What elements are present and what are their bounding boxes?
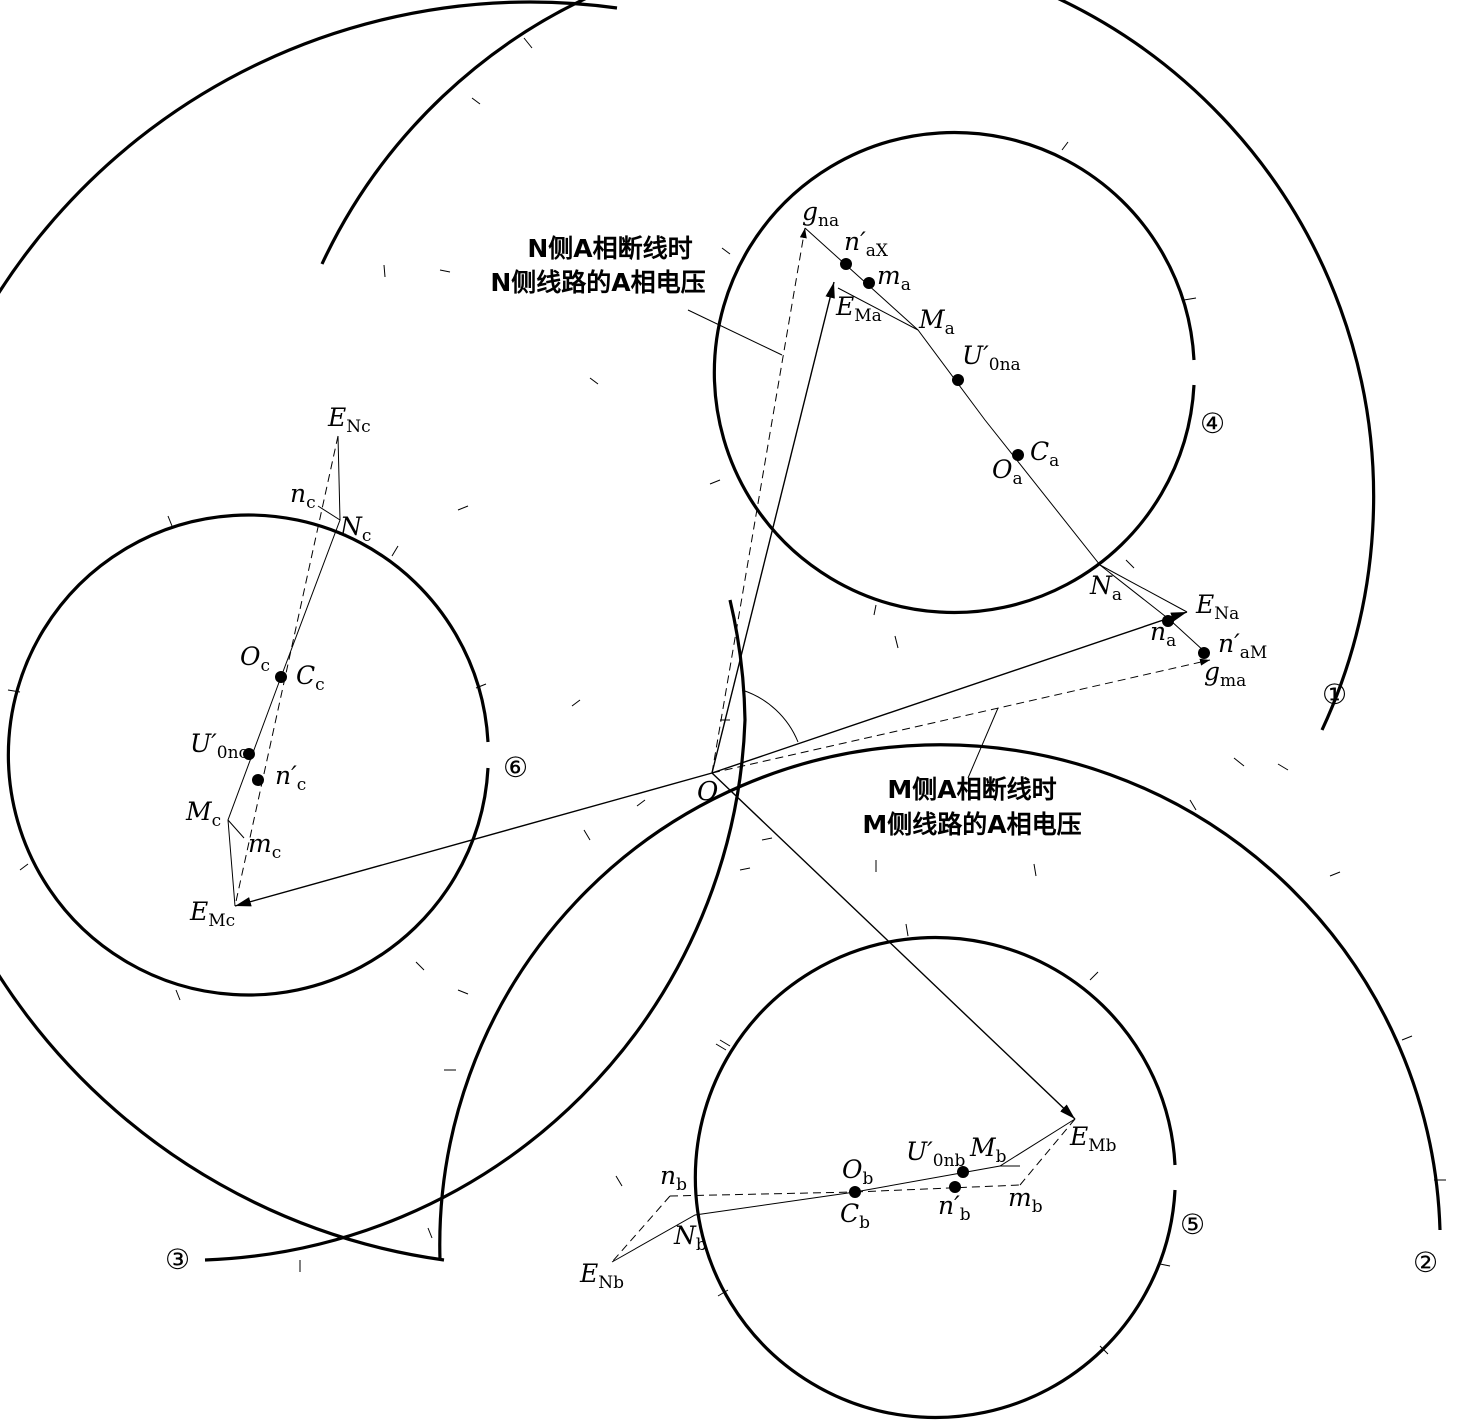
circle-number-6: ⑥ — [503, 751, 528, 784]
circle-number-1: ① — [1322, 678, 1347, 711]
arc-1-left — [0, 0, 618, 1262]
circle-4 — [712, 130, 1196, 615]
dashed-O-gna — [711, 227, 807, 774]
label-O-a: Oa — [992, 455, 1023, 489]
phase-c-construction — [227, 435, 341, 907]
label-C-a: Ca — [1030, 437, 1059, 471]
label-N-b: Nb — [673, 1221, 707, 1255]
label-M-a: Ma — [918, 305, 955, 339]
n-side-annotation-line1: N侧A相断线时 — [527, 234, 692, 263]
n-side-annotation-line2: N侧线路的A相电压 — [490, 268, 705, 297]
m-side-annotation-line2: M侧线路的A相电压 — [862, 810, 1081, 839]
label-E-Nc: ENc — [327, 403, 371, 437]
label-U-0nb: U′0nb — [906, 1137, 966, 1171]
arc-2 — [438, 743, 1442, 1261]
circle-number-3: ③ — [165, 1243, 190, 1276]
label-n-a: na — [1150, 617, 1176, 651]
circle-6 — [6, 513, 490, 997]
label-n-c: nc — [290, 479, 316, 513]
phasor-O-EMb — [711, 772, 1076, 1120]
dashed-O-gma — [711, 658, 1211, 774]
label-O-b: Ob — [842, 1155, 874, 1189]
label-n-b: nb — [660, 1161, 687, 1195]
label-C-b: Cb — [840, 1199, 870, 1233]
arc-ticks — [299, 37, 1446, 1272]
m-side-annotation-line1: M侧A相断线时 — [887, 775, 1056, 804]
angle-arc — [741, 689, 799, 743]
label-M-b: Mb — [969, 1133, 1007, 1167]
label-n-aX: n′aX — [844, 227, 889, 261]
circle-number-4: ④ — [1200, 407, 1225, 440]
circle-number-5: ⑤ — [1180, 1208, 1205, 1241]
main-phasors — [234, 227, 1211, 1120]
label-E-Nb: ENb — [579, 1259, 624, 1293]
label-n-c-prime: n′c — [275, 761, 306, 795]
label-m-c: mc — [248, 829, 281, 863]
label-g-ma: gma — [1204, 657, 1246, 691]
label-m-b: mb — [1008, 1183, 1043, 1217]
label-U-0na: U′0na — [962, 341, 1021, 375]
label-O-c: Oc — [240, 642, 270, 676]
label-n-aM: n′aM — [1218, 629, 1267, 663]
circle-5 — [693, 935, 1177, 1420]
label-m-a: ma — [877, 261, 911, 295]
circle-number-2: ② — [1413, 1246, 1438, 1279]
label-E-Mc: EMc — [189, 897, 235, 931]
phasor-O-EMc — [234, 772, 713, 907]
label-n-b-prime: n′b — [938, 1191, 971, 1225]
phase-b-construction — [611, 1118, 1076, 1263]
label-U-0nc: U′0nc — [190, 729, 248, 763]
label-g-na: gna — [802, 197, 839, 231]
arc-3 — [204, 599, 747, 1262]
circle-ticks — [7, 141, 1197, 1355]
label-O: O — [697, 777, 718, 807]
phasor-O-EMa — [711, 281, 835, 774]
phasor-O-ENa — [711, 611, 1188, 774]
leader-n-side — [687, 309, 783, 356]
label-N-c: Nc — [339, 512, 371, 546]
label-E-Na: ENa — [1195, 590, 1239, 624]
arc-1-right — [320, 0, 1376, 731]
label-E-Mb: EMb — [1069, 1122, 1117, 1156]
phase-a-construction — [804, 227, 1210, 659]
label-E-Ma: EMa — [835, 292, 882, 326]
label-N-a: Na — [1089, 571, 1122, 605]
label-C-c: Cc — [296, 661, 325, 695]
leader-m-side — [967, 707, 999, 779]
label-M-c: Mc — [185, 797, 221, 831]
